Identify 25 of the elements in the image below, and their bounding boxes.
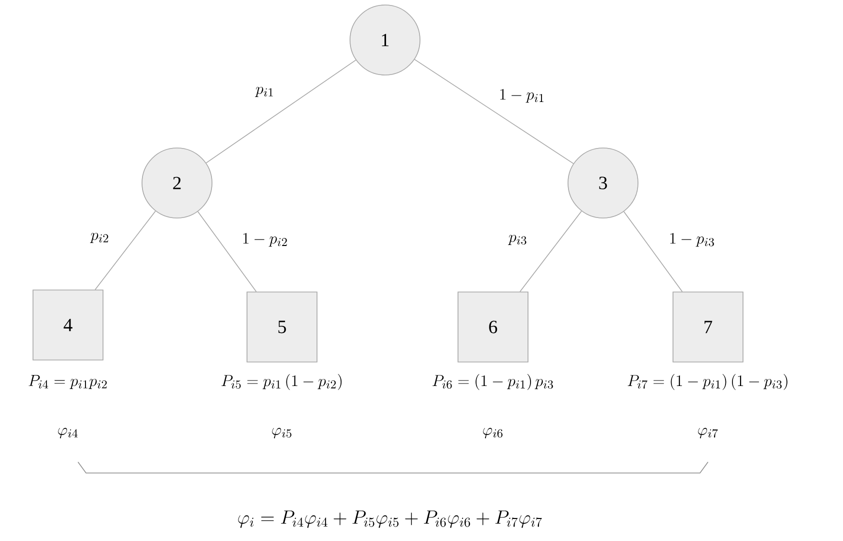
leaf-node-square: 5 (246, 292, 318, 362)
value-symbol: $\varphi_{i7}$ (698, 428, 718, 438)
tree-branch (206, 60, 356, 164)
tree-branch (623, 211, 683, 292)
probability-formula: $P_{i5} = p_{i1}\,(1 - p_{i2})$ (222, 374, 342, 390)
leaf-node-square: 7 (672, 292, 744, 362)
edge-label: $1 - p_{i2}$ (243, 232, 287, 247)
tree-branch (414, 59, 574, 164)
value-symbol: $\varphi_{i6}$ (483, 428, 502, 438)
tree-branch (197, 211, 257, 292)
probability-formula: $P_{i4} = p_{i1} p_{i2}$ (28, 375, 107, 389)
leaf-node-square: 6 (458, 292, 528, 362)
value-symbol: $\varphi_{i5}$ (272, 428, 292, 438)
tree-branch (520, 210, 582, 292)
value-symbol: $\varphi_{i4}$ (58, 428, 78, 438)
sum-formula: $\varphi_i = P_{i4}\varphi_{i4} + P_{i5}\varphi_{i5} + P_{i6}\varphi_{i6} + P_{i7}\varphi_{i7}$ (238, 510, 542, 528)
edge-label: $p_{i2}$ (90, 232, 108, 243)
edge-label: $1 - p_{i3}$ (670, 232, 714, 247)
edge-label: $1 - p_{i1}$ (500, 88, 544, 103)
probability-formula: $P_{i6} = (1 - p_{i1})\,p_{i3}$ (432, 374, 553, 390)
probability-formula: $P_{i7} = (1 - p_{i1})\,(1 - p_{i3})$ (628, 374, 788, 390)
tree-branch (94, 210, 156, 290)
edge-label: $p_{i3}$ (508, 234, 526, 245)
edge-label: $p_{i1}$ (255, 86, 273, 97)
leaf-node-square: 4 (32, 290, 104, 360)
